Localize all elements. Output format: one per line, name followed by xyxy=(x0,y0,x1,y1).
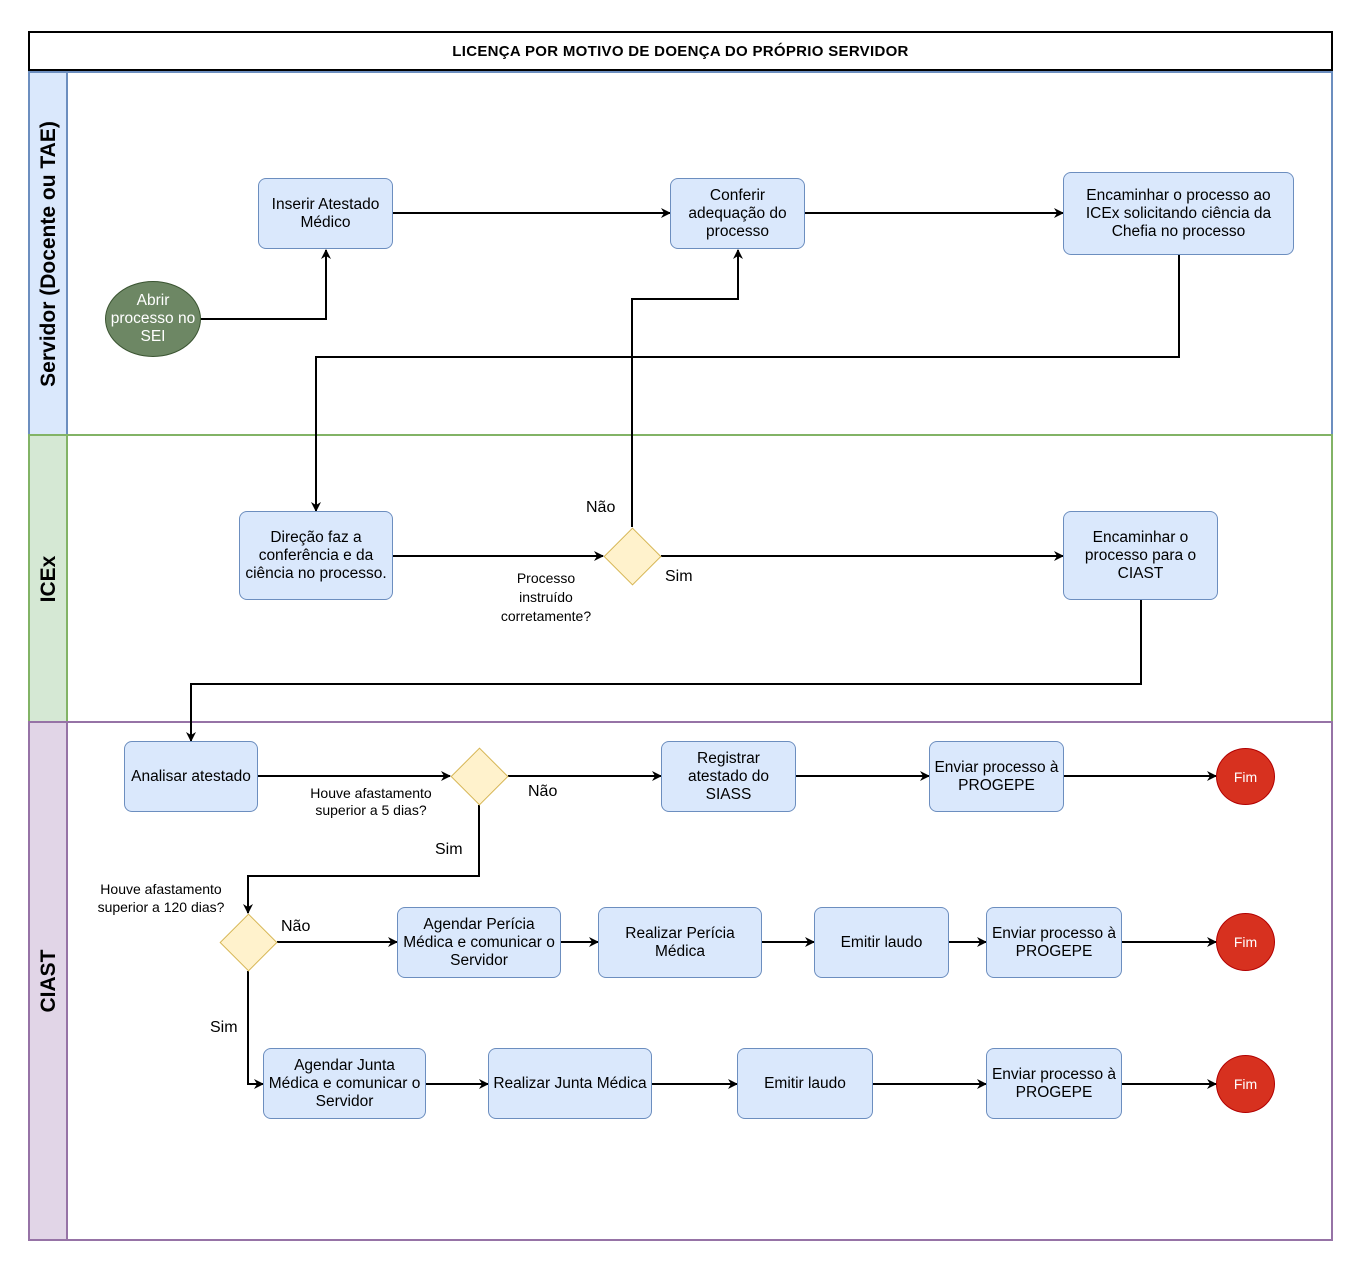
decision-question-3: Houve afastamento superior a 120 dias? xyxy=(97,881,225,915)
decision-3-no-label: Não xyxy=(281,918,311,935)
task-enviar-progepe-3[interactable]: Enviar processo à PROGEPE xyxy=(986,1048,1122,1119)
decision-question-1: Processo instruído corretamente? xyxy=(500,570,592,624)
task-realizar-junta[interactable]: Realizar Junta Médica xyxy=(488,1048,652,1119)
task-emitir-laudo-2[interactable]: Emitir laudo xyxy=(737,1048,873,1119)
end-event-1[interactable]: Fim xyxy=(1216,748,1275,805)
task-enviar-progepe-1[interactable]: Enviar processo à PROGEPE xyxy=(929,741,1064,812)
task-conferir-adequacao[interactable]: Conferir adequação do processo xyxy=(670,178,805,249)
end-event-3[interactable]: Fim xyxy=(1216,1055,1275,1113)
edge-d1-no-conferir xyxy=(631,249,743,527)
task-emitir-laudo-1[interactable]: Emitir laudo xyxy=(814,907,949,978)
task-registrar-siass[interactable]: Registrar atestado do SIASS xyxy=(661,741,796,812)
task-analisar-atestado[interactable]: Analisar atestado xyxy=(124,741,258,812)
task-encaminhar-icex[interactable]: Encaminhar o processo ao ICEx solicitand… xyxy=(1063,172,1294,255)
task-agendar-pericia[interactable]: Agendar Perícia Médica e comunicar o Ser… xyxy=(397,907,561,978)
decision-2-yes-label: Sim xyxy=(435,841,463,858)
task-encaminhar-ciast[interactable]: Encaminhar o processo para o CIAST xyxy=(1063,511,1218,600)
edge-abrir-inserir xyxy=(200,249,331,320)
task-enviar-progepe-2[interactable]: Enviar processo à PROGEPE xyxy=(986,907,1122,978)
task-inserir-atestado[interactable]: Inserir Atestado Médico xyxy=(258,178,393,249)
decision-1-yes-label: Sim xyxy=(665,568,693,585)
lane-header-ciast: CIAST xyxy=(30,723,68,1239)
decision-question-2: Houve afastamento superior a 5 dias? xyxy=(310,785,432,818)
decision-3-yes-label: Sim xyxy=(210,1019,238,1036)
edge-encciast-analisar xyxy=(186,600,1142,742)
lane-header-servidor: Servidor (Docente ou TAE) xyxy=(30,73,68,434)
decision-2-no-label: Não xyxy=(528,783,558,800)
lane-header-icex: ICEx xyxy=(30,436,68,721)
task-direcao-conferencia[interactable]: Direção faz a conferência e da ciência n… xyxy=(239,511,393,600)
task-realizar-pericia[interactable]: Realizar Perícia Médica xyxy=(598,907,762,978)
edge-encaminhar-direcao xyxy=(311,255,1180,512)
end-event-2[interactable]: Fim xyxy=(1216,913,1275,971)
edge-d2-yes-d3 xyxy=(243,805,480,914)
edge-d3-yes-junta xyxy=(247,971,264,1089)
start-event[interactable]: Abrir processo no SEI xyxy=(105,281,201,357)
decision-1-no-label: Não xyxy=(586,499,616,516)
task-agendar-junta[interactable]: Agendar Junta Médica e comunicar o Servi… xyxy=(263,1048,426,1119)
diagram-title: LICENÇA POR MOTIVO DE DOENÇA DO PRÓPRIO … xyxy=(28,31,1333,71)
